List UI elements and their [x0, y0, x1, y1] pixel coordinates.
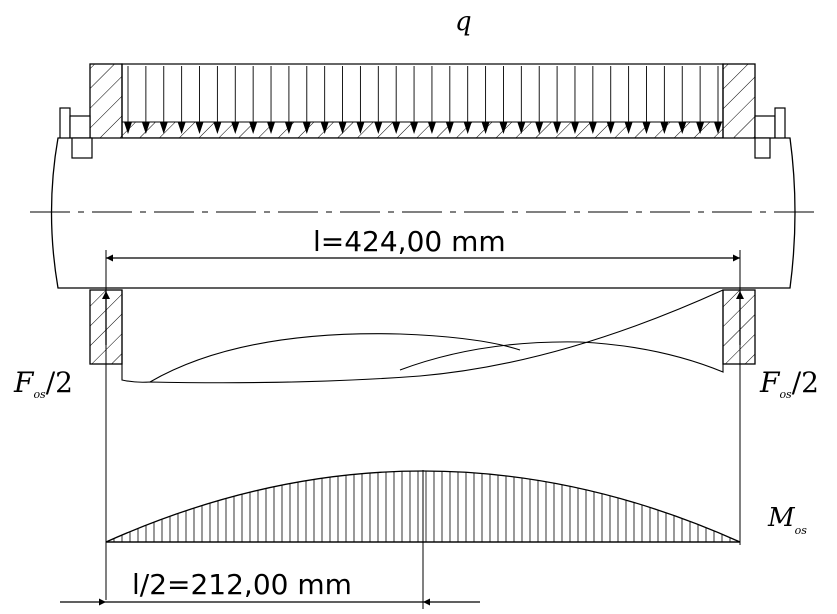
svg-text:Mos: Mos — [767, 503, 807, 537]
left-flange — [71, 137, 93, 159]
shaft — [50, 137, 796, 289]
load-label: q — [455, 7, 472, 37]
bottom-right-support — [722, 289, 756, 365]
load-strip — [121, 121, 724, 139]
left-reaction-label: Fos/2 — [13, 366, 73, 401]
svg-text:Fos/2: Fos/2 — [13, 366, 73, 401]
half-length-label: l/2=212,00 mm — [132, 568, 352, 601]
deflection-curve — [121, 289, 724, 384]
right-flange — [754, 137, 771, 159]
right-reaction-label: Fos/2 — [759, 366, 819, 401]
moment-label: Mos — [767, 503, 807, 537]
svg-text:Fos/2: Fos/2 — [759, 366, 819, 401]
length-label: l=424,00 mm — [313, 225, 506, 258]
